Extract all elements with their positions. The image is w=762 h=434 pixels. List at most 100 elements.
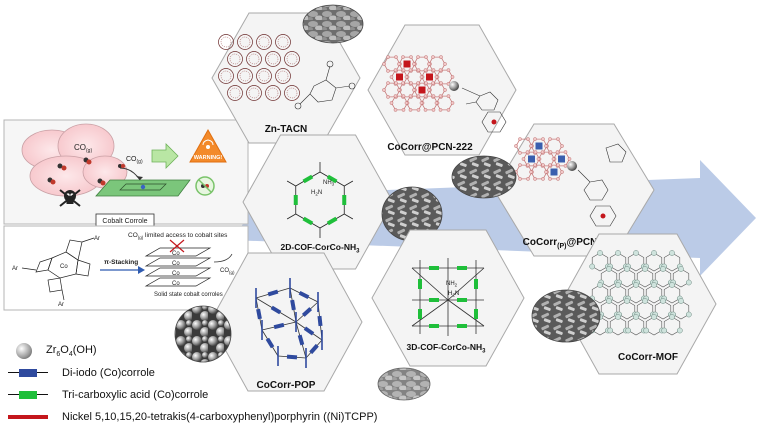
pcn-node	[443, 62, 447, 66]
mof-node	[615, 282, 621, 288]
mof-label: CoCorr-MOF	[618, 352, 678, 363]
pcn-node	[401, 94, 406, 98]
mof-node	[669, 282, 675, 288]
diiodo-swatch-icon	[8, 369, 48, 377]
hexagon-3d-cof: NH2 H2N 3D-COF-CorCo-NH3	[371, 229, 525, 367]
pcn-node	[401, 108, 406, 112]
cof3d-bond	[447, 299, 485, 327]
mof-hex-pore	[618, 300, 636, 320]
legend-diiodo: Di-iodo (Co)corrole	[8, 367, 155, 379]
zn-tacn-label: Zn-TACN	[265, 124, 308, 135]
pop-linker	[265, 337, 275, 349]
hexagon-cocorr-pcn: CoCorr@PCN-222	[367, 24, 517, 156]
pop-linker	[256, 308, 262, 320]
cof-arm	[286, 180, 296, 187]
zn-tacn-pore	[237, 68, 253, 84]
pop-label: CoCorr-POP	[257, 380, 316, 391]
cof-linker	[293, 195, 298, 205]
pcn-guest	[550, 168, 558, 176]
pop-linker	[303, 326, 315, 336]
zn-tacn-ring	[239, 36, 251, 48]
mof-hex-pore	[591, 284, 609, 304]
pcn-node	[521, 157, 526, 161]
stack-co-gas: CO(g)	[220, 268, 235, 275]
zn-tacn-ring	[229, 87, 241, 99]
pcn-node	[416, 68, 421, 72]
pcn-node	[427, 62, 431, 66]
pcn-node	[401, 55, 405, 59]
corrole-molecule	[21, 237, 95, 301]
pcn-zr-node	[449, 81, 459, 91]
mof-node	[642, 266, 648, 272]
blocked-co-icon	[169, 239, 233, 263]
mof-hex-pore	[654, 268, 672, 288]
pcn-node	[416, 55, 420, 59]
warning-icon	[189, 128, 227, 163]
pcn-node	[408, 94, 413, 98]
mof-node	[633, 314, 639, 320]
pcn-node	[401, 68, 406, 72]
legend-zr-cluster: Zr6O4(OH)	[8, 343, 97, 359]
3d-cof-h2n-label: H2N	[448, 291, 459, 298]
pcn-node	[551, 157, 556, 161]
pcn-node	[439, 81, 443, 85]
pcn-p-zr-node	[567, 161, 577, 171]
cof3d-bond	[411, 299, 449, 327]
pcn-node	[431, 55, 435, 59]
pcn-222-framework	[382, 55, 455, 112]
mof-node	[685, 279, 692, 286]
zn-tacn-ring	[248, 87, 260, 99]
pop-sem-image	[174, 305, 232, 363]
zn-tacn-pore	[265, 51, 281, 67]
cof3d-linker	[418, 309, 422, 319]
mof-node	[651, 282, 657, 288]
pcn-node	[563, 164, 568, 168]
pcn-node	[382, 88, 386, 92]
pi-stacking-arrowhead	[138, 266, 145, 274]
green-arrow-icon	[151, 143, 179, 169]
mof-node	[669, 314, 675, 320]
zn-tacn-pore	[256, 34, 272, 50]
pcn-node	[446, 108, 451, 112]
3d-cof-sem-image	[377, 367, 431, 401]
pcn-node	[518, 163, 522, 167]
pcn-node	[518, 151, 522, 155]
pcn-node	[439, 55, 443, 59]
zn-tacn-pore	[218, 34, 234, 50]
mof-node	[660, 298, 666, 304]
pcn-guest	[418, 86, 426, 94]
pop-linker	[267, 289, 279, 297]
cof3d-bond	[411, 267, 449, 301]
cobalt-corrole-caption: Cobalt Corrole	[102, 218, 147, 225]
hexagon-cocorr-p-pcn: CoCorr(P)@PCN-222	[493, 123, 655, 257]
legend-tricarboxylic-label: Tri-carboxylic acid (Co)corrole	[62, 389, 209, 401]
pcn-node	[556, 137, 560, 141]
zn-tacn-pore	[227, 85, 243, 101]
skull-icon	[59, 189, 81, 207]
pcn-node	[525, 150, 530, 154]
mof-node	[661, 327, 668, 334]
cof3d-linker	[457, 298, 467, 302]
pop-linker	[298, 290, 310, 300]
2d-cof-label: 2D-COF-CorCo-NH3	[281, 242, 361, 255]
pcn-guest	[558, 155, 565, 163]
pcn-node	[386, 95, 390, 99]
plate-co-label: CO(g)	[126, 156, 143, 165]
cof3d-linker	[429, 298, 439, 302]
pcn-node	[386, 81, 390, 85]
cof3d-linker	[457, 324, 467, 328]
pcn-node	[544, 170, 548, 174]
zn-tacn-pore	[265, 85, 281, 101]
pop-framework	[255, 278, 323, 368]
mof-node	[678, 266, 684, 272]
cloud-co-label: CO(g)	[74, 143, 92, 154]
zn-tacn-framework	[218, 34, 300, 101]
hexagon-mof: CoCorr-MOF	[559, 233, 717, 375]
mof-node	[597, 250, 603, 256]
pcn-node	[536, 157, 541, 161]
cof-linker	[326, 174, 338, 184]
zn-tacn-pore	[246, 85, 262, 101]
pcn-node	[423, 68, 428, 72]
mof-node	[669, 250, 675, 256]
